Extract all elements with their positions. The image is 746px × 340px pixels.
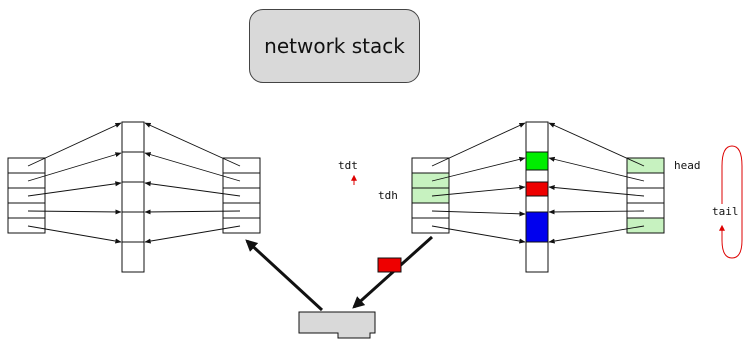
ring-wrap-loop xyxy=(721,145,743,259)
tail-label: tail xyxy=(712,205,739,218)
right-descriptor-ring-b xyxy=(626,157,665,234)
tdt-label: tdt xyxy=(338,159,358,172)
device-to-left-ring-arrow xyxy=(245,239,324,312)
tdh-label: tdh xyxy=(378,189,398,202)
left-descriptor-ring-b xyxy=(222,157,261,234)
tail-label-bg xyxy=(714,205,736,219)
head-label: head xyxy=(674,159,701,172)
left-descriptor-ring-a xyxy=(7,157,46,234)
packet-in-transit xyxy=(377,257,402,273)
right-descriptor-ring-a xyxy=(411,157,450,234)
left-arrows-ring-a xyxy=(27,122,122,244)
right-buffer-column xyxy=(525,121,549,273)
network-stack-box: network stack xyxy=(249,9,420,83)
network-device xyxy=(298,311,376,339)
right-arrows-ring-b xyxy=(548,122,645,244)
left-arrows-ring-b xyxy=(144,122,241,244)
left-buffer-column xyxy=(121,121,145,273)
network-stack-label: network stack xyxy=(264,34,405,58)
right-arrows-ring-a xyxy=(431,122,526,244)
